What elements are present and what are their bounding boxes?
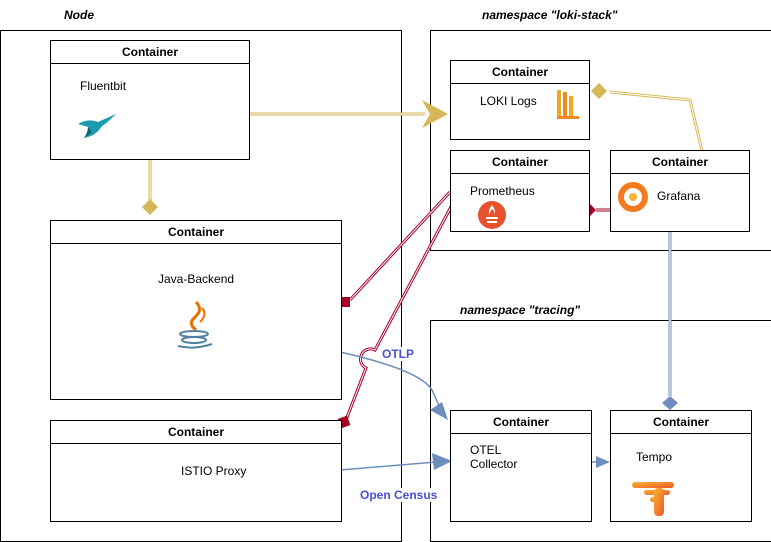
prometheus-icon <box>478 201 506 229</box>
otel-collector-container[interactable]: Container <box>450 410 592 522</box>
java-backend-label: Java-Backend <box>158 272 235 286</box>
container-header: Container <box>51 421 341 444</box>
container-header: Container <box>451 411 591 434</box>
istio-proxy-label: ISTIO Proxy <box>181 464 247 478</box>
grafana-container[interactable]: Container <box>610 150 750 232</box>
istio-proxy-container[interactable]: Container <box>50 420 342 522</box>
istio-to-otel-connector <box>339 453 452 471</box>
container-header: Container <box>451 151 589 174</box>
grafana-label: Grafana <box>657 189 701 203</box>
fluentbit-label: Fluentbit <box>80 79 127 93</box>
open-census-edge-label: Open Census <box>359 488 439 502</box>
prometheus-label: Prometheus <box>470 184 535 198</box>
container-header: Container <box>51 221 341 244</box>
tracing-zone-title: namespace "tracing" <box>460 303 581 317</box>
otel-collector-label: OTEL Collector <box>470 443 518 471</box>
loki-icon <box>557 90 579 119</box>
tempo-icon <box>632 482 674 516</box>
loki-logs-label: LOKI Logs <box>480 94 537 108</box>
node-zone-title: Node <box>64 8 94 22</box>
grafana-to-loki-connector <box>591 83 704 152</box>
grafana-icon <box>618 182 648 212</box>
java-icon <box>177 300 213 349</box>
tempo-container[interactable]: Container <box>610 410 752 522</box>
prometheus-container[interactable]: Container <box>450 150 590 232</box>
hummingbird-icon <box>78 114 116 138</box>
grafana-to-tempo-connector <box>662 230 678 410</box>
fluentbit-to-loki-connector <box>250 100 448 128</box>
fluentbit-container[interactable]: Container <box>50 40 250 160</box>
fluentbit-to-java-connector <box>142 160 158 215</box>
java-backend-container[interactable]: Container <box>50 220 342 400</box>
otel-to-tempo-connector <box>590 456 610 468</box>
prometheus-to-java-connector <box>340 190 452 307</box>
tempo-label: Tempo <box>636 450 673 464</box>
java-to-otel-connector <box>339 351 448 420</box>
loki-stack-zone-title: namespace "loki-stack" <box>482 8 618 22</box>
container-header: Container <box>611 151 749 174</box>
container-header: Container <box>611 411 751 434</box>
otlp-edge-label: OTLP <box>381 347 415 361</box>
container-header: Container <box>451 61 589 84</box>
container-header: Container <box>51 41 249 64</box>
